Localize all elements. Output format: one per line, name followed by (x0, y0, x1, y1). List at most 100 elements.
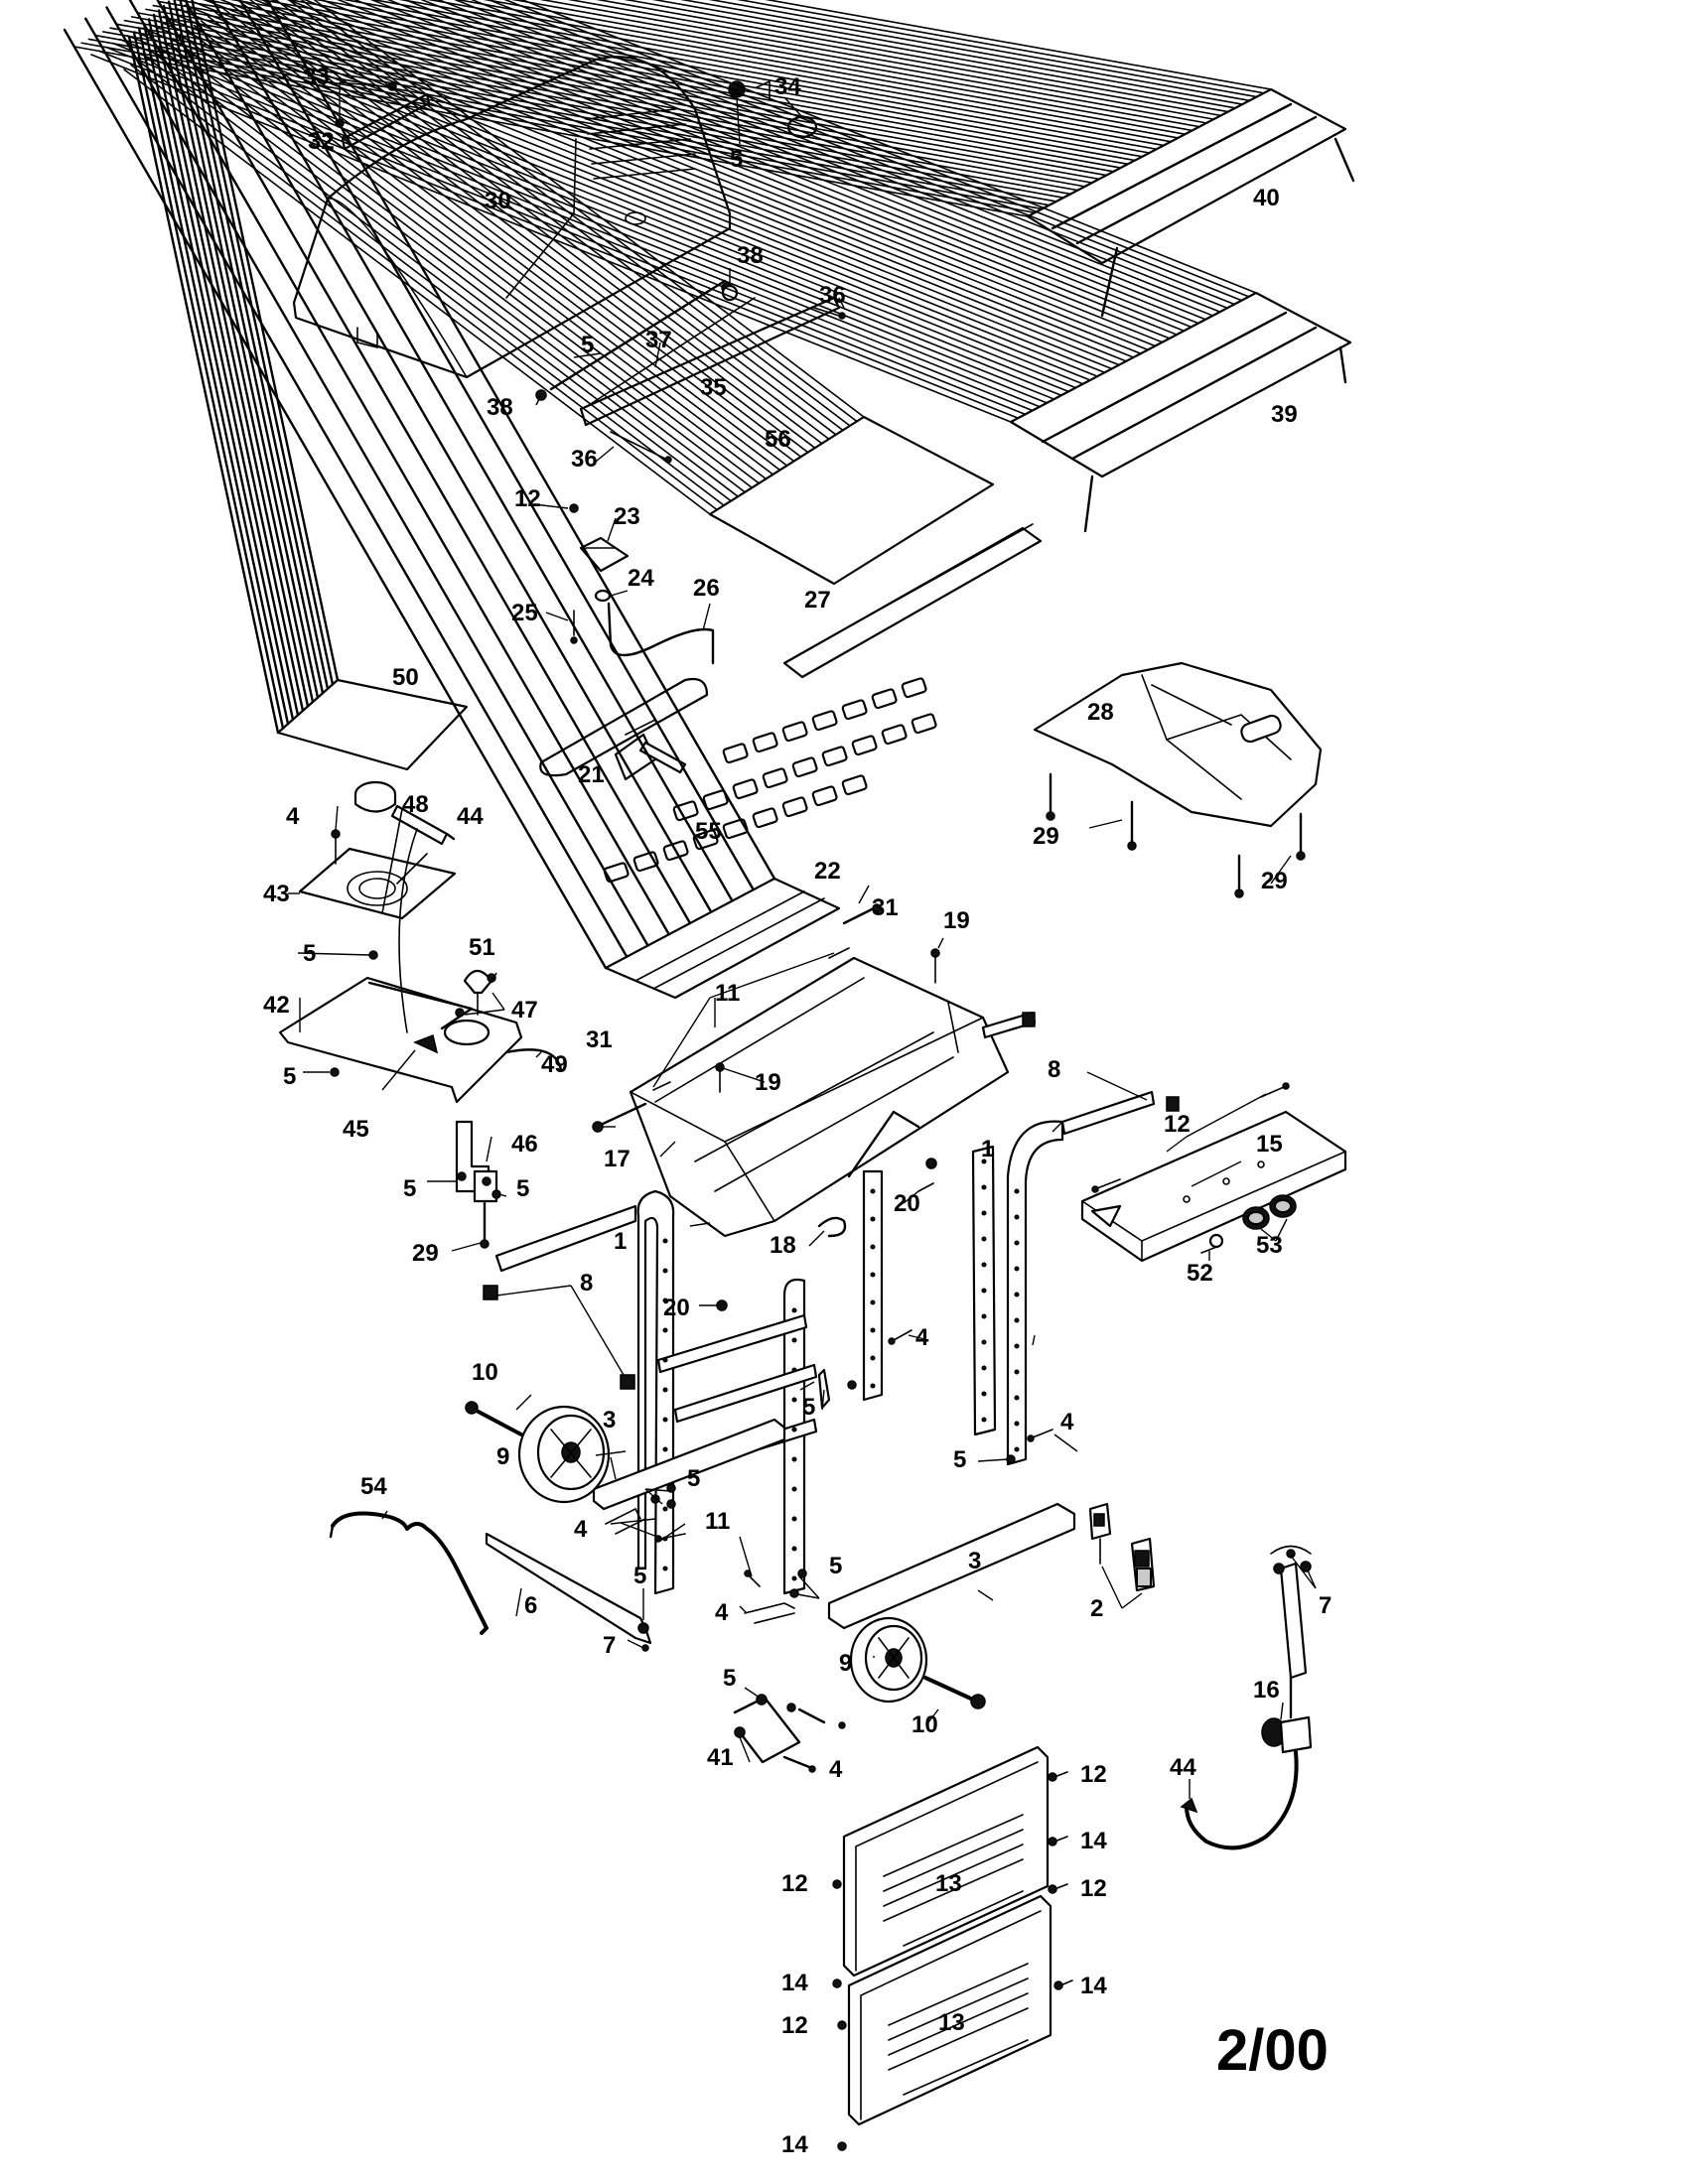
heat-shield-part (782, 523, 1043, 679)
wheel-left-part (517, 1405, 611, 1504)
side-hose-part (504, 1048, 563, 1072)
callout-23: 23 (614, 503, 640, 530)
side-burner-grate-part (127, 0, 469, 771)
side-burner-bracket-part (298, 847, 457, 920)
callout-3: 3 (603, 1407, 616, 1433)
callout-5: 5 (403, 1175, 416, 1202)
callout-9: 9 (839, 1650, 852, 1677)
callout-32: 32 (308, 128, 335, 155)
hanger-clip-part (817, 1216, 847, 1238)
callout-13: 13 (935, 1870, 962, 1897)
callout-55: 55 (695, 818, 722, 845)
callout-43: 43 (263, 881, 290, 907)
callout-21: 21 (578, 761, 605, 788)
callout-10: 10 (912, 1711, 938, 1738)
callout-48: 48 (402, 791, 429, 818)
bottom-rail-right-part (827, 1502, 1076, 1630)
control-knobs-part (1200, 1194, 1297, 1254)
callout-11: 11 (715, 980, 740, 1007)
callout-14: 14 (1080, 1828, 1107, 1854)
side-burner-lid-part (1033, 661, 1323, 828)
callout-17: 17 (604, 1146, 631, 1172)
callout-14: 14 (1080, 1973, 1107, 1999)
hook-wire-part (329, 1511, 489, 1635)
callout-10: 10 (472, 1359, 498, 1386)
callout-5: 5 (283, 1063, 296, 1090)
igniter-bracket-part (569, 503, 715, 665)
callout-1: 1 (614, 1228, 627, 1255)
callout-12: 12 (1164, 1111, 1191, 1138)
callout-25: 25 (511, 600, 538, 626)
callout-38: 38 (487, 394, 513, 421)
cart-hardware-part (605, 1182, 1053, 1652)
bottom-rail-left-part (592, 1418, 786, 1511)
rock-grate-part (63, 0, 841, 1000)
ceramic-briquettes-part (603, 677, 937, 884)
callout-12: 12 (1080, 1761, 1107, 1788)
callout-49: 49 (541, 1051, 568, 1078)
callout-30: 30 (485, 188, 511, 214)
callout-8: 8 (580, 1270, 593, 1297)
callout-38: 38 (737, 242, 764, 269)
callout-27: 27 (804, 587, 831, 614)
callout-12: 12 (1080, 1875, 1107, 1902)
warming-rack-upper-part (73, 0, 1355, 318)
callout-4: 4 (915, 1324, 929, 1351)
callout-42: 42 (263, 992, 290, 1019)
callout-5: 5 (516, 1175, 529, 1202)
callout-4: 4 (1060, 1409, 1074, 1435)
leg-caps-part (483, 1012, 1180, 1390)
axle-part (465, 1401, 986, 1709)
callout-7: 7 (1319, 1592, 1332, 1619)
side-burner-head-part (353, 780, 456, 1033)
door-hardware-part (832, 1771, 1073, 2151)
callout-4: 4 (715, 1599, 729, 1626)
callout-5: 5 (723, 1665, 736, 1692)
callout-28: 28 (1087, 699, 1114, 726)
cabinet-door-upper-part (842, 1745, 1050, 1978)
callout-36: 36 (571, 446, 598, 473)
main-burner-part (539, 677, 709, 781)
callout-5: 5 (802, 1394, 815, 1421)
callout-3: 3 (968, 1548, 981, 1574)
callout-54: 54 (360, 1473, 387, 1500)
callout-53: 53 (1256, 1232, 1283, 1259)
callout-20: 20 (894, 1190, 920, 1217)
callout-4: 4 (829, 1756, 843, 1783)
diagram-date: 2/00 (1216, 2018, 1329, 2083)
callout-46: 46 (511, 1131, 538, 1158)
callout-41: 41 (707, 1744, 734, 1771)
callout-34: 34 (774, 73, 801, 100)
callout-5: 5 (581, 332, 594, 358)
side-lid-screw-part (1046, 772, 1306, 898)
igniter-module-part (1088, 1502, 1156, 1592)
cooking-grid-part (123, 0, 995, 586)
leader-lines (288, 81, 1317, 1799)
side-support-bracket-part (455, 1120, 501, 1249)
callout-12: 12 (514, 485, 541, 512)
callout-29: 29 (412, 1240, 439, 1267)
callout-36: 36 (819, 282, 846, 309)
callout-8: 8 (1048, 1056, 1060, 1083)
callout-13: 13 (938, 2009, 965, 2036)
callout-31: 31 (586, 1026, 613, 1053)
burner-screws-part (592, 903, 940, 1133)
callout-50: 50 (392, 664, 419, 691)
callout-20: 20 (663, 1295, 690, 1321)
callout-31: 31 (872, 894, 899, 921)
callout-35: 35 (700, 374, 727, 401)
wheel-bracket-part (733, 1694, 846, 1773)
callout-6: 6 (524, 1592, 537, 1619)
gas-regulator-hose-part (1180, 1545, 1313, 1850)
callout-12: 12 (781, 2012, 808, 2039)
callout-19: 19 (943, 907, 970, 934)
firebox-bottom-part (629, 956, 1010, 1238)
callout-52: 52 (1187, 1260, 1213, 1287)
callout-7: 7 (603, 1632, 616, 1659)
callout-44: 44 (1170, 1754, 1196, 1781)
callout-1: 1 (981, 1136, 994, 1162)
callout-4: 4 (286, 803, 300, 830)
callout-labels: 33 32 34 5 30 38 36 5 37 35 38 36 40 39 … (263, 64, 1332, 2158)
callout-45: 45 (343, 1116, 369, 1143)
